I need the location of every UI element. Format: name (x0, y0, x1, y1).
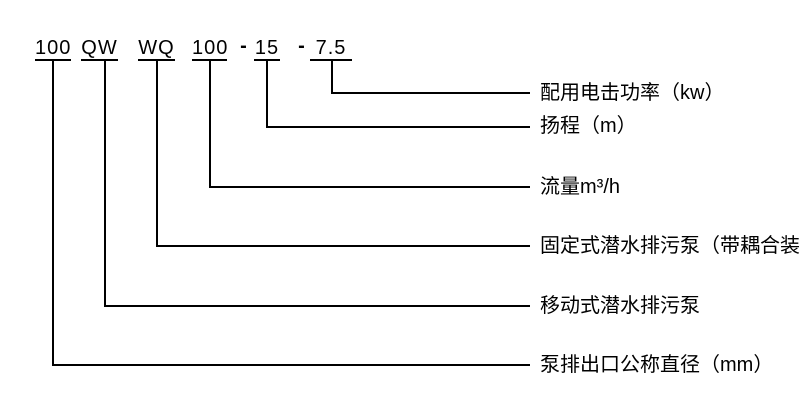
leader-line-fixed-horizontal (156, 245, 530, 247)
code-token-power: 7.5 (310, 37, 352, 61)
leader-line-flow-vertical (209, 61, 211, 188)
code-token-wq-fixed: WQ (138, 37, 175, 61)
leader-line-outlet-horizontal (52, 364, 530, 366)
code-dash-1: - (240, 35, 248, 57)
label-power: 配用电击功率（kw） (540, 82, 725, 104)
label-outlet-diameter: 泵排出口公称直径（mm） (540, 354, 774, 376)
code-token-flow: 100 (192, 37, 229, 61)
label-fixed-type: 固定式潜水排污泵（带耦合装 (540, 235, 800, 257)
leader-line-mobile-vertical (104, 61, 106, 307)
leader-line-outlet-vertical (52, 61, 54, 366)
label-mobile-type: 移动式潜水排污泵 (540, 295, 700, 317)
leader-line-head-vertical (266, 61, 268, 128)
code-dash-2: - (298, 35, 306, 57)
leader-line-head-horizontal (266, 126, 530, 128)
leader-line-power-horizontal (331, 92, 530, 94)
label-flow: 流量m³/h (540, 176, 620, 198)
leader-line-power-vertical (331, 61, 333, 94)
leader-line-fixed-vertical (156, 61, 158, 247)
leader-line-mobile-horizontal (104, 305, 530, 307)
code-token-outlet-diameter: 100 (35, 37, 72, 61)
label-head: 扬程（m） (540, 115, 637, 137)
code-token-head: 15 (254, 37, 280, 61)
code-token-qw-mobile: QW (81, 37, 118, 61)
leader-line-flow-horizontal (209, 186, 530, 188)
